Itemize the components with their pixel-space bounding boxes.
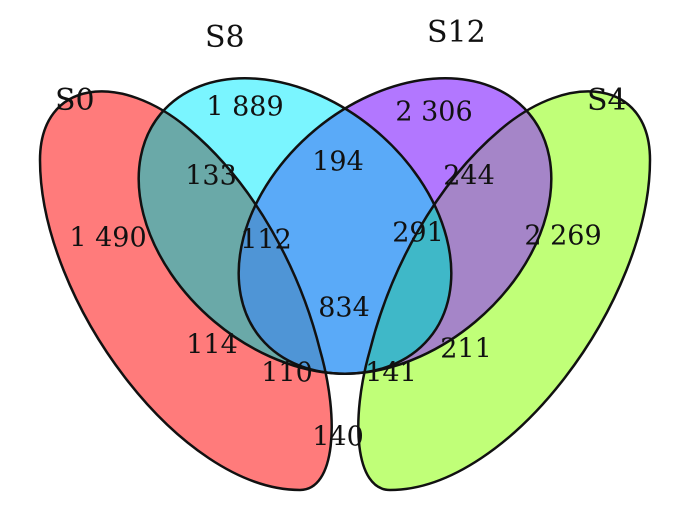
set-label-s8: S8: [205, 20, 245, 55]
region-s12-s4: 244: [443, 161, 495, 192]
region-all-four: 834: [318, 293, 370, 324]
region-s12-only: 2 306: [395, 97, 472, 128]
region-s0-s12-s4: 110: [261, 358, 313, 389]
set-label-s0: S0: [55, 83, 95, 118]
region-s0-s12: 114: [186, 330, 238, 361]
set-label-s4: S4: [587, 83, 627, 118]
region-s8-s12-s4: 291: [392, 218, 444, 249]
region-s0-s4: 140: [312, 422, 364, 453]
set-label-s12: S12: [427, 15, 486, 50]
region-s0-s8-s12: 112: [240, 225, 292, 256]
region-s8-s12: 194: [312, 147, 364, 178]
region-s8-s4: 211: [440, 334, 492, 365]
region-s0-s8: 133: [185, 161, 237, 192]
region-s4-only: 2 269: [524, 221, 601, 252]
region-s8-only: 1 889: [206, 92, 283, 123]
region-s0-only: 1 490: [69, 223, 146, 254]
region-s0-s8-s4: 141: [365, 358, 417, 389]
